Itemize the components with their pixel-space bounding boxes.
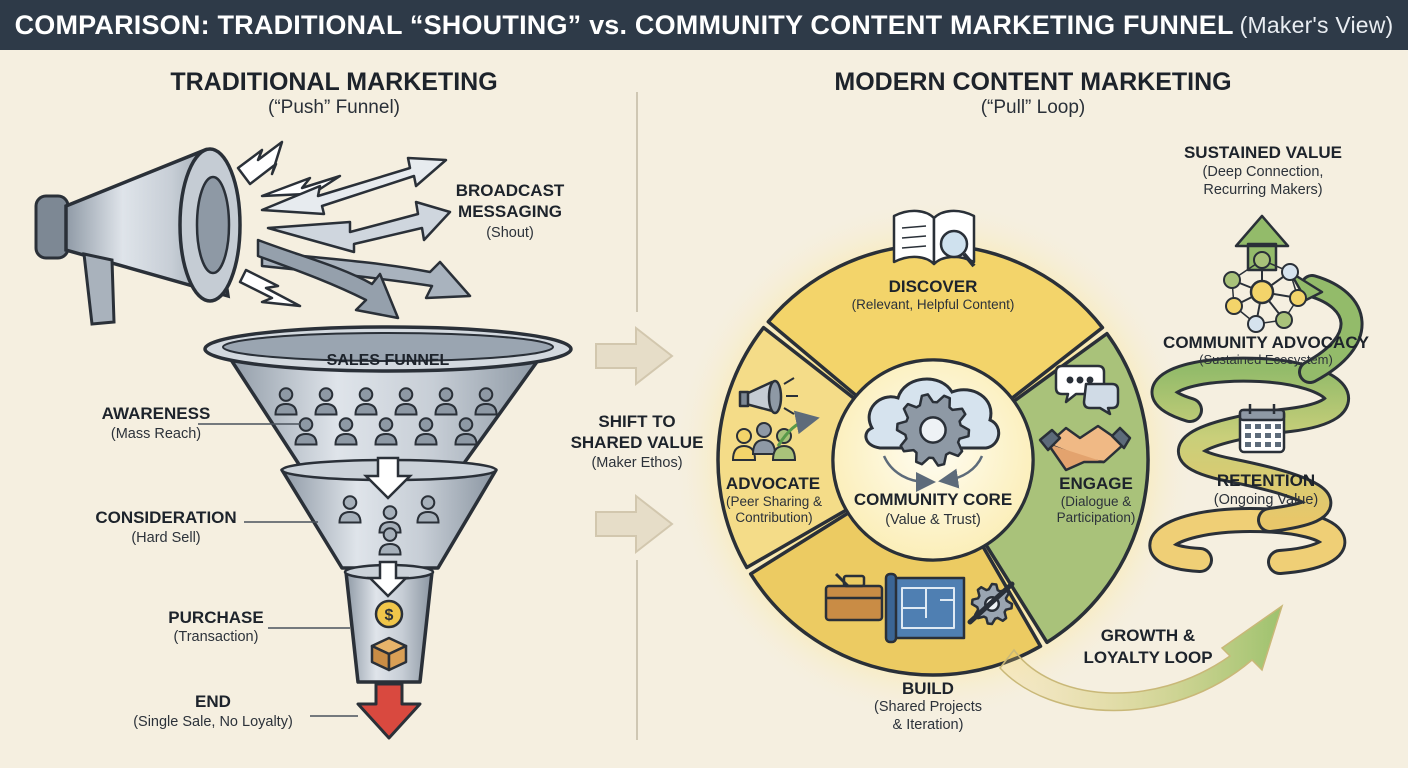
page-title: COMPARISON: TRADITIONAL “SHOUTING” vs. C…	[14, 9, 1234, 40]
stage-consideration-label: CONSIDERATION	[95, 508, 237, 527]
gear-wrench-icon	[967, 581, 1015, 626]
engage-label: ENGAGE	[1059, 474, 1133, 493]
stage-consideration-sub: (Hard Sell)	[131, 530, 201, 546]
stage-purchase-sub: (Transaction)	[173, 629, 259, 645]
broadcast-label-1: BROADCAST	[455, 181, 565, 200]
stage-end-label: END	[195, 692, 231, 711]
package-icon	[370, 636, 408, 672]
advocate-label: ADVOCATE	[725, 474, 821, 493]
left-subtitle: (“Push” Funnel)	[268, 97, 400, 118]
mini-megaphone-icon	[738, 377, 798, 415]
svg-text:$: $	[385, 607, 394, 624]
cloud-gear-icon	[864, 377, 1001, 492]
book-magnifier-icon	[892, 209, 976, 268]
growth-label-1: GROWTH &	[1100, 626, 1196, 645]
right-title: MODERN CONTENT MARKETING	[834, 68, 1232, 96]
stage-end-sub: (Single Sale, No Loyalty)	[133, 714, 293, 730]
advocate-sub-2: Contribution)	[735, 510, 813, 525]
sustained-label: SUSTAINED VALUE	[1183, 143, 1343, 162]
sustained-up-arrow	[1234, 214, 1290, 272]
sustained-sub-1: (Deep Connection,	[1202, 164, 1324, 180]
build-sub-2: & Iteration)	[892, 717, 964, 733]
shift-label-1: SHIFT TO	[598, 412, 676, 431]
discover-label: DISCOVER	[888, 277, 978, 296]
growth-label-2: LOYALTY LOOP	[1083, 648, 1213, 667]
stage-leaders	[198, 423, 358, 717]
peer-group-icon	[731, 422, 797, 461]
advocate-sub-1: (Peer Sharing &	[725, 494, 823, 509]
blueprint-icon	[884, 572, 966, 644]
advocacy-sub: (Sustained Ecosystem)	[1199, 352, 1333, 367]
coin-icon: $	[374, 599, 404, 629]
funnel-label: SALES FUNNEL	[326, 352, 450, 369]
spiral-arrowhead	[1288, 270, 1324, 302]
broadcast-arrows	[256, 156, 472, 320]
retention-spiral	[1148, 274, 1364, 575]
lightning-icon	[236, 140, 342, 308]
funnel-flow-arrows	[362, 456, 414, 598]
stage-purchase-label: PURCHASE	[168, 608, 264, 627]
audience-crowd	[274, 387, 498, 556]
stage-awareness-label: AWARENESS	[101, 404, 211, 423]
share-arrow	[776, 410, 820, 447]
build-sub-1: (Shared Projects	[874, 699, 982, 715]
end-arrow	[356, 682, 422, 740]
infographic-canvas: $	[34, 92, 1364, 740]
page-header: COMPARISON: TRADITIONAL “SHOUTING” vs. C…	[0, 0, 1408, 50]
toolbox-icon	[824, 572, 884, 622]
stage-awareness-sub: (Mass Reach)	[110, 426, 202, 442]
retention-sub: (Ongoing Value)	[1213, 492, 1319, 508]
calendar-icon	[1238, 404, 1286, 454]
discover-sub: (Relevant, Helpful Content)	[851, 297, 1015, 312]
engage-sub-1: (Dialogue &	[1060, 494, 1132, 509]
handshake-icon	[1038, 424, 1132, 472]
sustained-sub-2: Recurring Makers)	[1203, 182, 1323, 198]
shift-arrows	[595, 325, 674, 555]
retention-label: RETENTION	[1216, 471, 1316, 490]
community-core-sub: (Value & Trust)	[885, 512, 981, 528]
advocacy-label: COMMUNITY ADVOCACY	[1163, 333, 1369, 352]
community-core-label: COMMUNITY CORE	[853, 490, 1013, 509]
broadcast-label-2: MESSAGING	[458, 202, 562, 221]
engage-sub-2: Participation)	[1056, 510, 1136, 525]
left-title: TRADITIONAL MARKETING	[170, 68, 498, 96]
broadcast-sub: (Shout)	[486, 225, 534, 241]
shift-label-2: SHARED VALUE	[570, 433, 704, 452]
right-subtitle: (“Pull” Loop)	[980, 97, 1086, 118]
build-label: BUILD	[902, 679, 954, 698]
chat-bubbles-icon	[1054, 364, 1120, 416]
growth-loop-arrow	[999, 604, 1284, 712]
page-subtitle: (Maker's View)	[1239, 11, 1394, 38]
megaphone-icon	[34, 147, 242, 326]
shift-sub: (Maker Ethos)	[591, 455, 683, 471]
network-community-icon	[1223, 251, 1307, 333]
